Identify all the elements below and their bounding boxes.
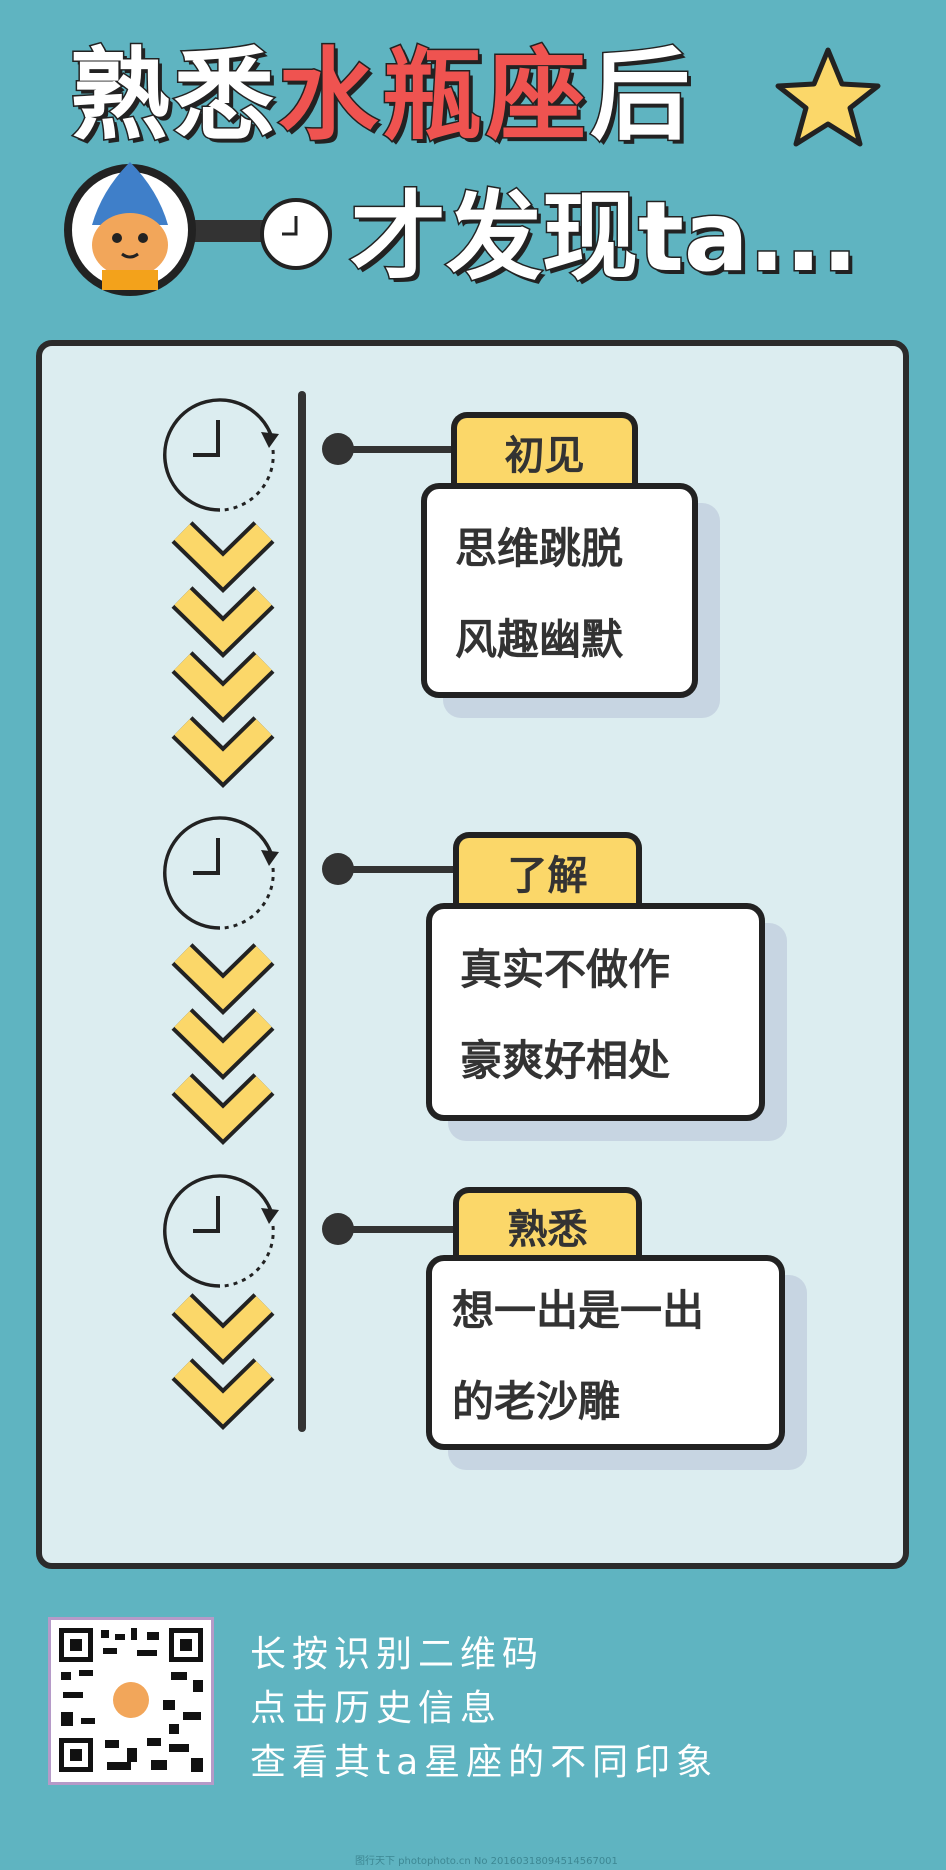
- star-icon: [775, 47, 881, 147]
- avatar-connector: [180, 220, 280, 242]
- stage-card: 想一出是一出的老沙雕: [426, 1255, 785, 1450]
- stage-text: 的老沙雕: [452, 1376, 621, 1426]
- stage-text: 风趣幽默: [455, 614, 624, 664]
- timeline-connector: [340, 1226, 457, 1233]
- qr-code-icon: [59, 1628, 203, 1772]
- title-post: 后: [589, 37, 694, 155]
- chevron-down-icon: [171, 943, 275, 1145]
- chevron-down-icon: [171, 521, 275, 788]
- page-title: 熟悉水瓶座后: [69, 37, 694, 155]
- footer-line: 长按识别二维码: [250, 1634, 545, 1675]
- timeline-line: [298, 391, 306, 1432]
- clock-icon: [260, 198, 332, 270]
- stage-text: 真实不做作: [460, 945, 671, 994]
- footer-text: 长按识别二维码 点击历史信息 查看其ta星座的不同印象: [250, 1628, 718, 1790]
- stage-card: 真实不做作豪爽好相处: [426, 903, 765, 1121]
- qr-code[interactable]: [48, 1617, 214, 1785]
- stage-text: 豪爽好相处: [460, 1036, 671, 1085]
- footer-line: 查看其ta星座的不同印象: [250, 1742, 719, 1783]
- stage-label: 初见: [451, 412, 638, 486]
- title-highlight: 水瓶座: [277, 37, 590, 155]
- clock-icon: [163, 1174, 279, 1288]
- watermark: 图行天下 photophoto.cn No 201603180945145670…: [355, 1856, 618, 1867]
- timeline-connector: [340, 866, 457, 873]
- title-pre: 熟悉: [69, 37, 278, 155]
- clock-icon: [163, 398, 279, 512]
- footer-line: 点击历史信息: [250, 1688, 503, 1729]
- avatar: [64, 162, 196, 296]
- chevron-down-icon: [171, 1293, 275, 1430]
- stage-text: 思维跳脱: [455, 523, 624, 573]
- stage-label: 了解: [453, 832, 642, 906]
- clock-icon: [163, 816, 279, 930]
- timeline-connector: [340, 446, 455, 453]
- page-subtitle: 才发现ta...: [348, 181, 859, 294]
- stage-card: 思维跳脱风趣幽默: [421, 483, 698, 698]
- stage-text: 想一出是一出: [452, 1285, 705, 1335]
- stage-label: 熟悉: [453, 1187, 642, 1258]
